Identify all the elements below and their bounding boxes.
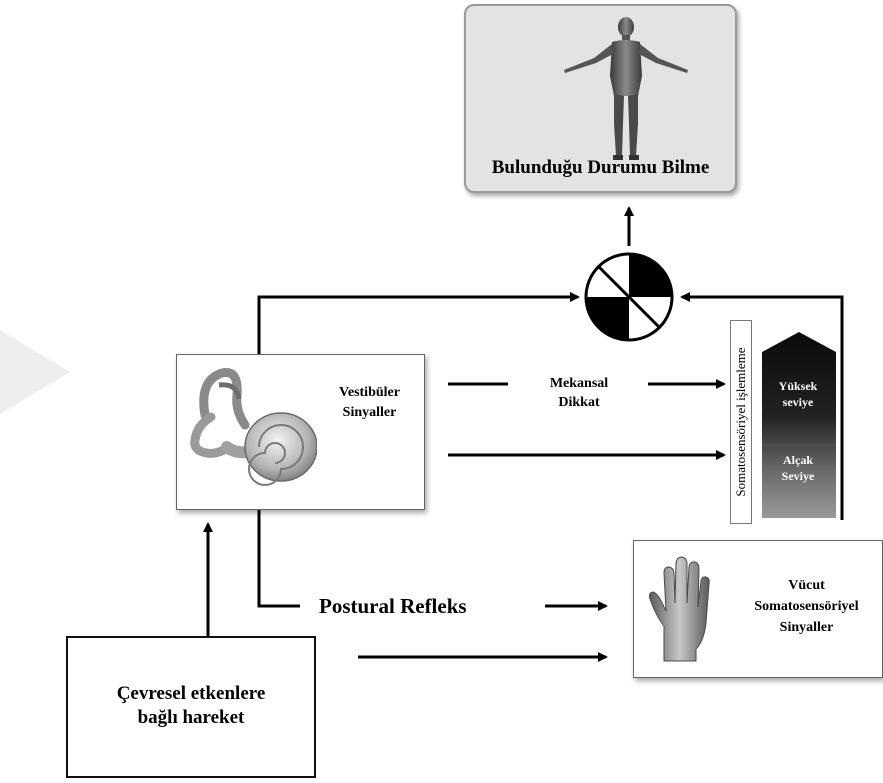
- position-awareness-label: Bulunduğu Durumu Bilme: [491, 157, 710, 178]
- body-signals-label: Vücut Somatosensöriyel Sinyaller: [734, 575, 879, 638]
- processing-label: Somatosensöriyel işlemleme: [733, 347, 748, 497]
- body-label-line1: Vücut: [788, 578, 825, 593]
- processing-label-box: Somatosensöriyel işlemleme: [730, 320, 752, 524]
- inner-ear-icon: [190, 368, 317, 486]
- postural-reflex-label: Postural Refleks: [319, 594, 467, 618]
- comparator-icon: [584, 252, 674, 342]
- low-level-line1: Alçak: [783, 453, 813, 467]
- processing-level-column: [762, 332, 836, 518]
- line-postural-reflex: [257, 510, 300, 608]
- vestibular-label-line1: Vestibüler: [339, 385, 400, 400]
- low-level-line2: Seviye: [781, 469, 815, 483]
- vestibular-label-line2: Sinyaller: [342, 405, 397, 420]
- environment-label-line2: bağlı hareket: [137, 707, 245, 728]
- body-signals-box: Vücut Somatosensöriyel Sinyaller: [633, 540, 883, 678]
- arrow-processing-to-comparator: [680, 292, 844, 520]
- low-level-label: Alçak Seviye: [760, 452, 836, 484]
- human-figure-icon: [564, 17, 688, 160]
- spatial-attention-line1: Mekansal: [549, 376, 609, 391]
- high-level-label: Yüksek seviye: [760, 378, 836, 410]
- vestibular-label: Vestibüler Sinyaller: [317, 383, 422, 423]
- hand-icon: [648, 556, 710, 662]
- spatial-attention-line2: Dikkat: [558, 395, 600, 410]
- body-label-line3: Sinyaller: [779, 620, 834, 635]
- environment-label-line1: Çevresel etkenlere: [116, 683, 266, 704]
- arrow-vestibular-to-comparator: [257, 292, 580, 354]
- high-level-line2: seviye: [782, 395, 814, 409]
- vestibular-signals-box: Vestibüler Sinyaller: [176, 354, 425, 510]
- high-level-line1: Yüksek: [778, 379, 818, 393]
- position-awareness-box: Bulunduğu Durumu Bilme: [464, 4, 737, 193]
- body-label-line2: Somatosensöriyel: [754, 599, 859, 614]
- environment-label: Çevresel etkenlere bağlı hareket: [68, 682, 314, 730]
- environment-movement-box: Çevresel etkenlere bağlı hareket: [66, 636, 316, 778]
- spatial-attention-label: Mekansal Dikkat: [524, 374, 634, 412]
